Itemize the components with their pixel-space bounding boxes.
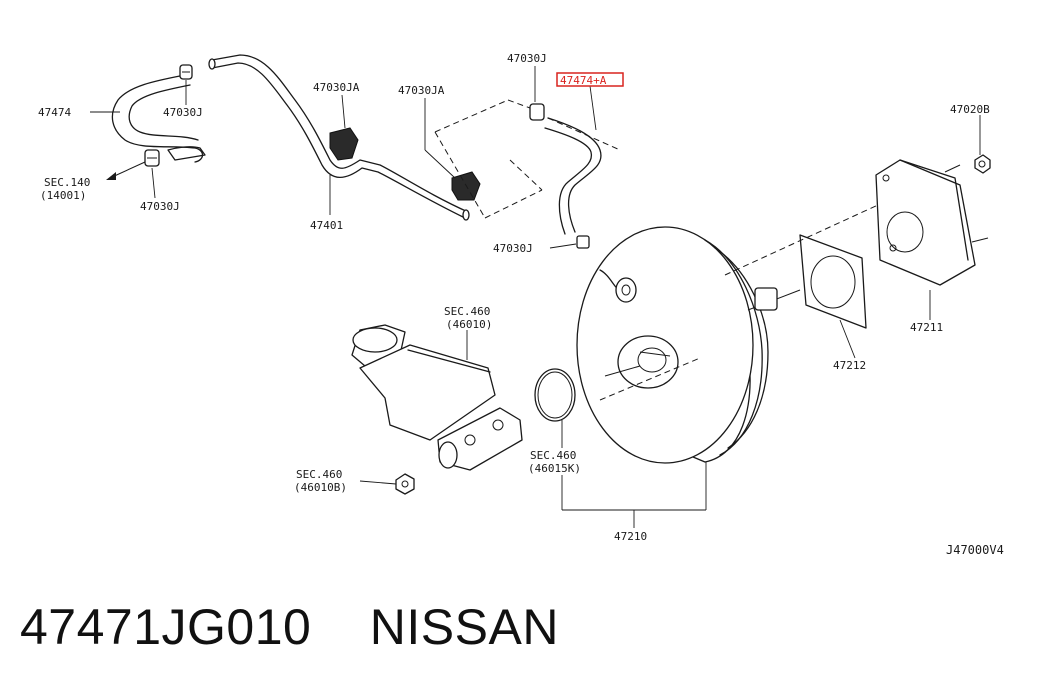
- seal-ring: [534, 368, 576, 422]
- hose-47474a: [529, 103, 602, 249]
- clip-47030ja-left: [329, 127, 359, 161]
- label-14001: (14001): [40, 189, 86, 202]
- label-46010b: (46010B): [294, 481, 347, 494]
- label-sec140: SEC.140: [44, 176, 90, 189]
- sec140-arrow: [106, 161, 146, 180]
- label-46015k: (46015K): [528, 462, 581, 475]
- label-sec460-k: SEC.460: [530, 449, 576, 462]
- leader-lines: [90, 66, 981, 528]
- clamp-47030j-lower-left: [144, 149, 160, 167]
- parts-diagram: 47474 47030J SEC.140 (14001) 47030J 4703…: [38, 52, 1004, 557]
- clamp-47030j-upper-left: [179, 64, 193, 80]
- nut-sec460b: [395, 473, 415, 495]
- label-47212: 47212: [833, 359, 866, 372]
- label-47030j-lower: 47030J: [493, 242, 533, 255]
- brake-booster-47210: [576, 226, 801, 464]
- label-47030ja-left: 47030JA: [313, 81, 360, 94]
- label-47030ja-right: 47030JA: [398, 84, 445, 97]
- gasket-47212: [799, 234, 867, 329]
- label-47401: 47401: [310, 219, 343, 232]
- diagram-code: J47000V4: [946, 543, 1004, 557]
- part-number: 47471JG010: [20, 599, 312, 655]
- label-47030j-upper-left: 47030J: [163, 106, 203, 119]
- bracket-47211: [875, 159, 989, 286]
- label-47020b: 47020B: [950, 103, 990, 116]
- caption: 47471JG010 NISSAN: [20, 598, 559, 662]
- label-47030j-lower-left: 47030J: [140, 200, 180, 213]
- label-47210: 47210: [614, 530, 647, 543]
- highlight-box-47474a: [556, 72, 624, 87]
- tube-47401: [208, 54, 470, 221]
- hose-47474: [111, 74, 206, 163]
- nut-47020b: [974, 154, 991, 174]
- label-sec460: SEC.460: [444, 305, 490, 318]
- brand-name: NISSAN: [369, 599, 559, 655]
- label-47474a: 47474+A: [560, 74, 607, 87]
- label-47211: 47211: [910, 321, 943, 334]
- axis-dashed-line: [599, 204, 879, 401]
- label-47030j-top: 47030J: [507, 52, 547, 65]
- label-sec460-b: SEC.460: [296, 468, 342, 481]
- master-cylinder: [351, 324, 523, 471]
- label-47474: 47474: [38, 106, 71, 119]
- dashed-region: [434, 99, 621, 219]
- label-46010: (46010): [446, 318, 492, 331]
